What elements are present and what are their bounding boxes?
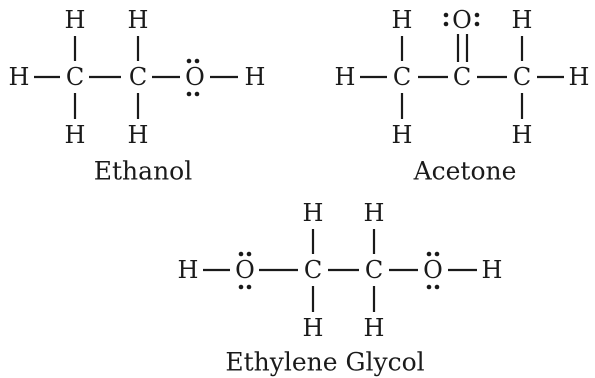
atom-hydrogen: H bbox=[245, 63, 266, 91]
lone-pair-bottom bbox=[186, 91, 200, 97]
atom-hydrogen: H bbox=[512, 6, 533, 34]
lone-pair-top bbox=[186, 58, 200, 64]
molecule-name: Acetone bbox=[413, 157, 517, 186]
atom-oxygen: O bbox=[235, 256, 255, 284]
atom-hydrogen: H bbox=[392, 121, 413, 149]
atom-hydrogen: H bbox=[512, 121, 533, 149]
atom-carbon: C bbox=[513, 63, 531, 91]
atom-hydrogen: H bbox=[128, 6, 149, 34]
atom-hydrogen: H bbox=[128, 121, 149, 149]
molecule-name: Ethylene Glycol bbox=[225, 348, 424, 377]
lone-pair-bottom bbox=[426, 284, 440, 290]
atom-carbon: C bbox=[365, 256, 383, 284]
lone-pair-bottom bbox=[238, 284, 252, 290]
atom-hydrogen: H bbox=[303, 199, 324, 227]
atom-carbon: C bbox=[393, 63, 411, 91]
atom-oxygen: O bbox=[185, 63, 205, 91]
atom-hydrogen: H bbox=[392, 6, 413, 34]
atom-carbon: C bbox=[453, 63, 471, 91]
atom-hydrogen: H bbox=[303, 314, 324, 342]
atom-oxygen: O bbox=[452, 6, 472, 34]
atom-hydrogen: H bbox=[364, 199, 385, 227]
molecule-name: Ethanol bbox=[94, 157, 192, 186]
molecule-ethylene-glycol: H O C C O H H H H H Ethylene Glycol bbox=[178, 199, 503, 377]
atom-hydrogen: H bbox=[482, 256, 503, 284]
atom-hydrogen: H bbox=[335, 63, 356, 91]
atom-hydrogen: H bbox=[569, 63, 590, 91]
atom-carbon: C bbox=[66, 63, 84, 91]
lone-pair-right bbox=[474, 12, 480, 27]
atom-hydrogen: H bbox=[364, 314, 385, 342]
atom-oxygen: O bbox=[423, 256, 443, 284]
lone-pair-top bbox=[426, 251, 440, 257]
atom-hydrogen: H bbox=[65, 121, 86, 149]
lone-pair-top bbox=[238, 251, 252, 257]
atom-hydrogen: H bbox=[9, 63, 30, 91]
atom-hydrogen: H bbox=[65, 6, 86, 34]
lone-pair-left bbox=[443, 12, 449, 27]
molecule-ethanol: H C C O H H H H H Ethanol bbox=[9, 6, 266, 186]
atom-hydrogen: H bbox=[178, 256, 199, 284]
atom-carbon: C bbox=[129, 63, 147, 91]
atom-carbon: C bbox=[304, 256, 322, 284]
molecule-acetone: H C C C H O H H H H Acetone bbox=[335, 6, 590, 186]
